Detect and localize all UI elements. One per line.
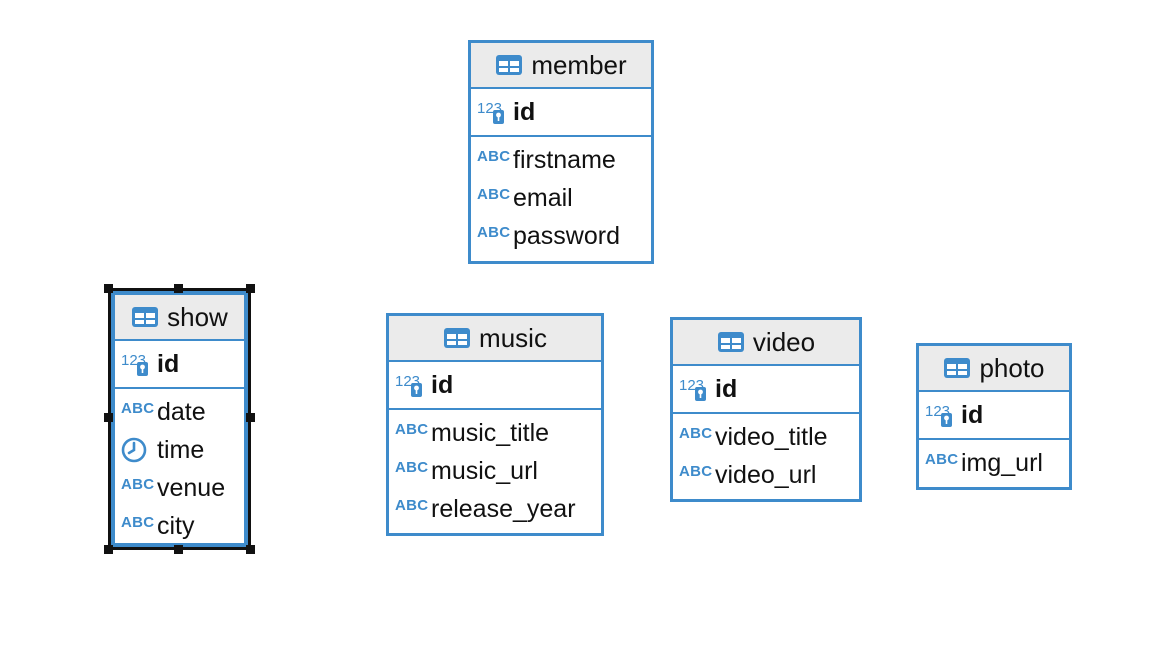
column-section: ABC video_title ABC video_url [673,414,859,496]
column-row-release-year[interactable]: ABC release_year [389,490,601,528]
entity-title: show [167,301,228,332]
column-row-video-title[interactable]: ABC video_title [673,418,859,456]
abc-text-type-icon: ABC [679,462,713,480]
column-row-id[interactable]: 123 id [389,361,453,409]
resize-handle-top-left[interactable] [104,284,113,293]
column-name: release_year [431,494,576,523]
column-name: password [513,221,620,250]
resize-handle-bottom-left[interactable] [104,545,113,554]
resize-handle-bottom-right[interactable] [246,545,255,554]
entity-title: music [479,322,547,353]
entity-show[interactable]: show 123 id ABC date time ABC venue ABC … [111,291,248,547]
entity-title: photo [979,352,1045,383]
pk-section: 123 id [389,362,601,410]
column-name: music_title [431,418,550,447]
abc-text-type-icon: ABC [395,496,429,514]
entity-header[interactable]: photo [919,346,1069,392]
abc-text-type-icon: ABC [477,147,511,165]
numeric-key-icon: 123 [679,376,715,402]
column-name: city [157,511,195,540]
column-name: id [961,400,984,429]
pk-section: 123 id [919,392,1069,440]
resize-handle-top-right[interactable] [246,284,255,293]
column-section: ABC img_url [919,440,1069,484]
table-icon [131,306,159,328]
column-row-music-url[interactable]: ABC music_url [389,452,601,490]
entity-header[interactable]: show [115,295,244,341]
numeric-key-icon: 123 [925,402,961,428]
column-name: id [513,97,536,126]
column-name: id [157,349,180,378]
pk-section: 123 id [471,89,651,137]
column-section: ABC date time ABC venue ABC city [115,389,244,547]
column-name: video_title [715,422,828,451]
table-icon [943,357,971,379]
abc-text-type-icon: ABC [477,185,511,203]
column-section: ABC music_title ABC music_url ABC releas… [389,410,601,530]
abc-text-type-icon: ABC [477,223,511,241]
column-name: venue [157,473,226,502]
column-row-id[interactable]: 123 id [115,340,179,388]
column-name: time [157,435,205,464]
column-row-video-url[interactable]: ABC video_url [673,456,859,494]
entity-music[interactable]: music 123 id ABC music_title ABC music_u… [386,313,604,536]
entity-header[interactable]: member [471,43,651,89]
column-row-firstname[interactable]: ABC firstname [471,141,651,179]
column-row-id[interactable]: 123 id [673,365,737,413]
numeric-key-icon: 123 [121,351,157,377]
table-icon [443,327,471,349]
column-row-time[interactable]: time [115,431,244,469]
column-row-id[interactable]: 123 id [471,88,535,136]
entity-member[interactable]: member 123 id ABC firstname ABC email AB… [468,40,654,264]
column-row-venue[interactable]: ABC venue [115,469,244,507]
abc-text-type-icon: ABC [121,399,155,417]
column-row-date[interactable]: ABC date [115,393,244,431]
resize-handle-top[interactable] [174,284,183,293]
entity-title: video [752,326,816,357]
table-icon [717,331,745,353]
abc-text-type-icon: ABC [121,513,155,531]
column-row-img-url[interactable]: ABC img_url [919,444,1069,482]
entity-header[interactable]: video [673,320,859,366]
column-name: img_url [961,448,1043,477]
abc-text-type-icon: ABC [395,420,429,438]
entity-header[interactable]: music [389,316,601,362]
column-name: date [157,397,206,426]
pk-section: 123 id [673,366,859,414]
table-icon [495,54,523,76]
column-name: firstname [513,145,616,174]
column-name: id [431,370,454,399]
column-name: id [715,374,738,403]
entity-photo[interactable]: photo 123 id ABC img_url [916,343,1072,490]
column-row-password[interactable]: ABC password [471,217,651,255]
column-row-city[interactable]: ABC city [115,507,244,545]
abc-text-type-icon: ABC [679,424,713,442]
abc-text-type-icon: ABC [925,450,959,468]
entity-title: member [531,49,627,80]
resize-handle-right[interactable] [246,413,255,422]
resize-handle-bottom[interactable] [174,545,183,554]
clock-icon [121,436,157,464]
column-name: music_url [431,456,538,485]
numeric-key-icon: 123 [395,372,431,398]
resize-handle-left[interactable] [104,413,113,422]
abc-text-type-icon: ABC [121,475,155,493]
column-section: ABC firstname ABC email ABC password [471,137,651,257]
abc-text-type-icon: ABC [395,458,429,476]
column-name: video_url [715,460,817,489]
column-name: email [513,183,573,212]
column-row-id[interactable]: 123 id [919,391,983,439]
pk-section: 123 id [115,341,244,389]
column-row-music-title[interactable]: ABC music_title [389,414,601,452]
entity-video[interactable]: video 123 id ABC video_title ABC video_u… [670,317,862,502]
numeric-key-icon: 123 [477,99,513,125]
column-row-email[interactable]: ABC email [471,179,651,217]
